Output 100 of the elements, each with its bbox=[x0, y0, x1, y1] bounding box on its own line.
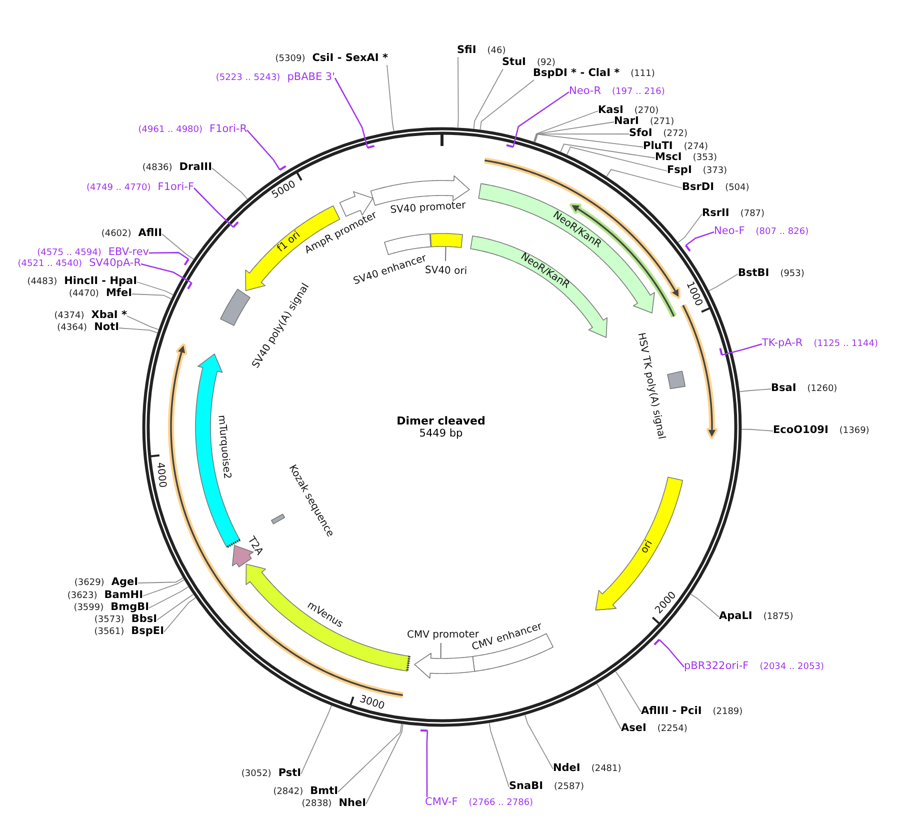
enzyme-name: RsrII bbox=[702, 208, 730, 219]
primer-position: (2766 .. 2786) bbox=[468, 798, 534, 809]
cut-site-position: (4470) bbox=[69, 289, 99, 300]
primer-name: SV40pA-R bbox=[89, 258, 141, 269]
cut-site-position: (46) bbox=[487, 46, 506, 57]
enzyme-name: NheI bbox=[338, 798, 366, 809]
leader-line bbox=[212, 168, 248, 200]
leader-line bbox=[366, 724, 404, 804]
enzyme-name: SnaBI bbox=[509, 781, 544, 792]
leader-line bbox=[708, 274, 738, 292]
enzyme-name: BsrDI bbox=[682, 182, 714, 193]
primer-position: (4961 .. 4980) bbox=[138, 125, 203, 136]
enzyme-name: BsaI bbox=[771, 383, 796, 394]
cut-site-position: (2842) bbox=[273, 787, 304, 798]
cut-site-position: (4602) bbox=[101, 229, 132, 240]
leader-line bbox=[156, 594, 194, 620]
leader-line bbox=[473, 68, 504, 130]
enzyme-name: SfoI bbox=[629, 128, 652, 139]
enzyme-name: BstBI bbox=[738, 268, 770, 279]
cut-site-position: (92) bbox=[536, 58, 556, 68]
primer-leader-line bbox=[653, 638, 684, 668]
primer-position: (4521 .. 4540) bbox=[18, 259, 82, 270]
cut-site-position: (272) bbox=[663, 129, 688, 140]
leader-line bbox=[606, 169, 682, 188]
enzyme-name: BmtI bbox=[310, 786, 338, 797]
primer-name: Neo-F bbox=[714, 226, 745, 237]
cut-site-position: (373) bbox=[702, 166, 728, 177]
enzyme-name: AflIII - PciI bbox=[641, 706, 702, 717]
enzyme-name: ApaLI bbox=[719, 611, 752, 622]
cut-site-position: (3623) bbox=[67, 591, 98, 602]
leader-line bbox=[488, 722, 510, 788]
leader-line bbox=[148, 586, 189, 608]
cut-site-position: (4364) bbox=[57, 323, 88, 334]
primer-name: Neo-R bbox=[569, 86, 602, 97]
enzyme-name: PstI bbox=[278, 768, 301, 779]
enzyme-name: StuI bbox=[502, 57, 526, 68]
enzyme-name: NotI bbox=[94, 322, 119, 333]
feature-label: SV40 ori bbox=[424, 265, 468, 278]
cut-site-position: (5309) bbox=[275, 54, 306, 65]
leader-line bbox=[678, 214, 702, 243]
cut-site-position: (504) bbox=[725, 183, 750, 194]
cut-site-position: (1875) bbox=[763, 612, 794, 623]
leader-line bbox=[739, 388, 772, 392]
leader-line bbox=[136, 282, 174, 296]
cut-site-position: (1369) bbox=[839, 426, 870, 437]
leader-line bbox=[338, 724, 402, 792]
scale-label: 4000 bbox=[154, 462, 168, 488]
enzyme-name: AgeI bbox=[111, 577, 138, 588]
leader-line bbox=[300, 705, 332, 774]
leader-line bbox=[142, 579, 185, 596]
enzyme-name: XbaI * bbox=[91, 310, 127, 321]
feature-label: f1 ori bbox=[276, 229, 303, 254]
scale-label: 1000 bbox=[684, 280, 704, 308]
cut-site-position: (353) bbox=[692, 153, 718, 164]
enzyme-name: HincII - HpaI bbox=[64, 276, 137, 287]
scale-label: 3000 bbox=[358, 694, 386, 712]
primer-leader-line bbox=[719, 343, 762, 356]
enzyme-name: BmgBI bbox=[110, 602, 149, 613]
enzyme-name: BspEI bbox=[131, 626, 164, 637]
enzyme-name: BbsI bbox=[131, 614, 157, 625]
cut-site-position: (3629) bbox=[74, 578, 104, 589]
primer-position: (4749 .. 4770) bbox=[86, 183, 151, 194]
primer-position: (2034 .. 2053) bbox=[760, 662, 824, 673]
cut-site-position: (3052) bbox=[241, 769, 272, 780]
primer-name: F1ori-R bbox=[210, 124, 247, 135]
cut-site-position: (111) bbox=[630, 69, 655, 80]
leader-line bbox=[596, 683, 622, 730]
enzyme-name: FspI bbox=[667, 165, 692, 176]
primer-leader-line bbox=[194, 188, 240, 228]
leader-line bbox=[126, 316, 160, 330]
primer-name: F1ori-F bbox=[158, 182, 194, 193]
cut-site-position: (1260) bbox=[807, 384, 838, 395]
enzyme-name: AseI bbox=[621, 723, 646, 734]
cut-site-position: (4483) bbox=[27, 277, 58, 288]
leader-line bbox=[132, 294, 172, 300]
enzyme-name: EcoO109I bbox=[773, 425, 828, 436]
leader-line bbox=[534, 122, 614, 142]
enzyme-name: NarI bbox=[614, 116, 639, 127]
leader-line bbox=[741, 428, 774, 432]
enzyme-name: SfiI bbox=[457, 45, 476, 56]
cut-site-position: (787) bbox=[740, 209, 765, 220]
cut-site-position: (2838) bbox=[302, 799, 332, 810]
leader-line bbox=[386, 64, 394, 132]
leader-line bbox=[457, 56, 459, 128]
enzyme-name: KasI bbox=[598, 105, 624, 116]
cut-site-position: (2587) bbox=[554, 782, 584, 793]
leader-line bbox=[162, 234, 194, 260]
plasmid-name: Dimer cleaved bbox=[396, 416, 486, 426]
leader-line bbox=[164, 597, 196, 632]
cut-site-position: (2481) bbox=[591, 764, 622, 775]
primer-position: (807 .. 826) bbox=[756, 227, 809, 238]
leader-line bbox=[534, 134, 644, 148]
cut-site-position: (953) bbox=[780, 269, 804, 280]
primer-leader-line bbox=[334, 78, 376, 149]
primer-position: (4575 .. 4594) bbox=[37, 248, 102, 258]
cut-site-position: (4374) bbox=[54, 311, 84, 322]
primer-name: CMV-F bbox=[425, 797, 458, 808]
cut-site-position: (274) bbox=[684, 142, 708, 153]
enzyme-name: DraIII bbox=[179, 162, 212, 173]
cut-site-position: (270) bbox=[634, 106, 659, 116]
